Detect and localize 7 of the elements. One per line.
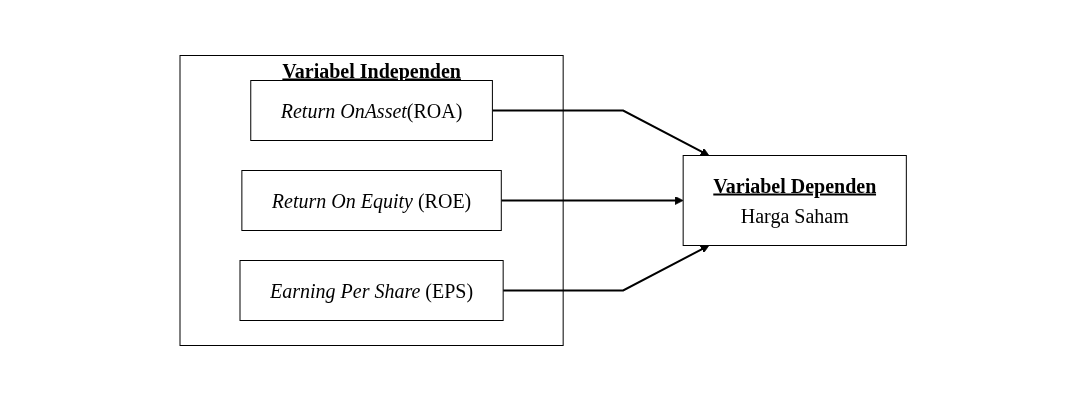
arrow [500, 196, 684, 205]
arrow [491, 109, 710, 156]
node-box: Earning Per Share (EPS) [239, 260, 504, 321]
node-box: Variabel Dependen Harga Saham [683, 155, 908, 246]
node-box: Return On Equity (ROE) [241, 170, 503, 231]
arrow [502, 245, 710, 292]
node-box: Return OnAsset(ROA) [250, 80, 494, 141]
